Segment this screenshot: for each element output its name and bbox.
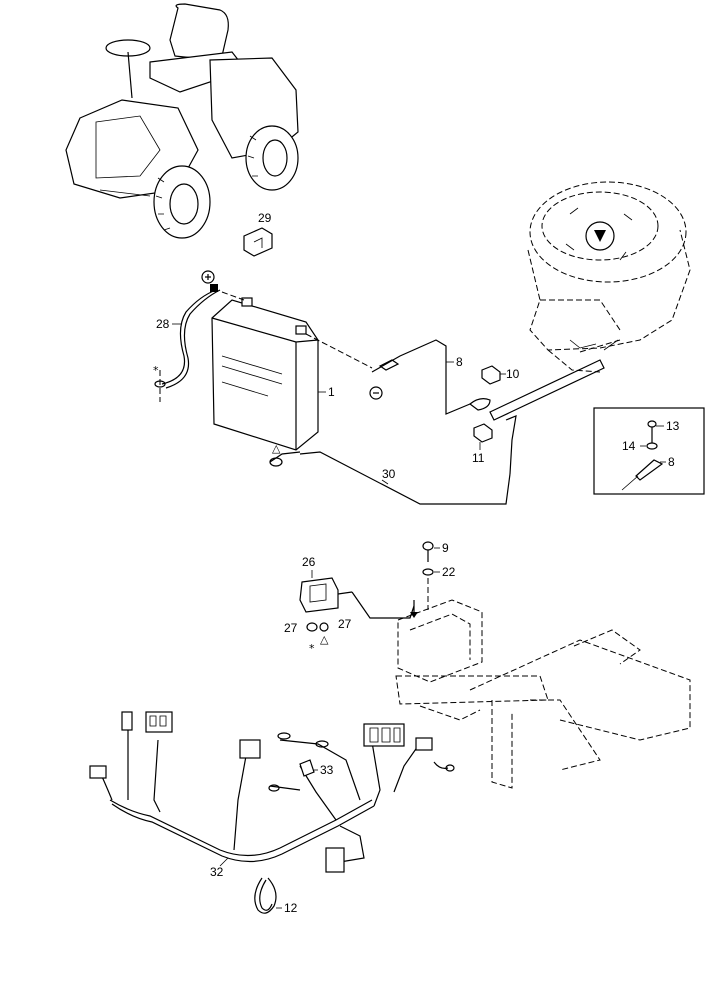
part-33-clip: 33 [299, 759, 334, 777]
part-29-terminal-cover: 29 [243, 211, 273, 257]
label-part-29: 29 [258, 211, 272, 225]
frame-dashed-illustration [395, 599, 691, 789]
riding-mower-illustration [65, 3, 299, 239]
battery: 1 [211, 297, 335, 451]
positive-terminal-symbol [201, 270, 215, 284]
label-part-12: 12 [284, 901, 298, 915]
label-part-26: 26 [302, 555, 316, 569]
label-part-14: 14 [622, 439, 636, 453]
label-part-32: 32 [210, 865, 224, 879]
label-part-28: 28 [156, 317, 170, 331]
engine-dashed-illustration [527, 181, 691, 373]
triangle-symbol-b: △ [320, 633, 329, 646]
label-part-8-b: 8 [668, 455, 675, 469]
label-part-27-a: 27 [284, 621, 298, 635]
negative-terminal-symbol [369, 386, 383, 400]
label-part-30: 30 [382, 467, 396, 481]
part-28-positive-cable: 28 * [153, 284, 245, 402]
label-part-11: 11 [472, 451, 485, 465]
label-part-8-a: 8 [456, 355, 463, 369]
bolt-and-washer: 9 22 [422, 541, 456, 610]
star-symbol-b: * [309, 642, 315, 655]
part-32-wiring-harness: 32 [89, 711, 455, 879]
part-12-cable-tie: 12 [254, 877, 298, 915]
label-part-1: 1 [328, 385, 335, 399]
label-part-27-b: 27 [338, 617, 352, 631]
part-8-negative-cable: 8 [305, 333, 491, 415]
label-part-9: 9 [442, 541, 449, 555]
label-part-10: 10 [506, 367, 520, 381]
inset-detail-box: 13 14 8 [593, 407, 705, 495]
label-part-22: 22 [442, 565, 456, 579]
part-30-ground-cable: 30 △ [269, 442, 511, 505]
star-symbol-a: * [153, 364, 159, 377]
label-part-33: 33 [320, 763, 334, 777]
triangle-symbol-a: △ [272, 442, 281, 455]
ground-bar-assembly: 10 11 [472, 339, 621, 475]
label-part-13: 13 [666, 419, 680, 433]
part-26-switch: 26 27 27 * △ [284, 555, 418, 655]
